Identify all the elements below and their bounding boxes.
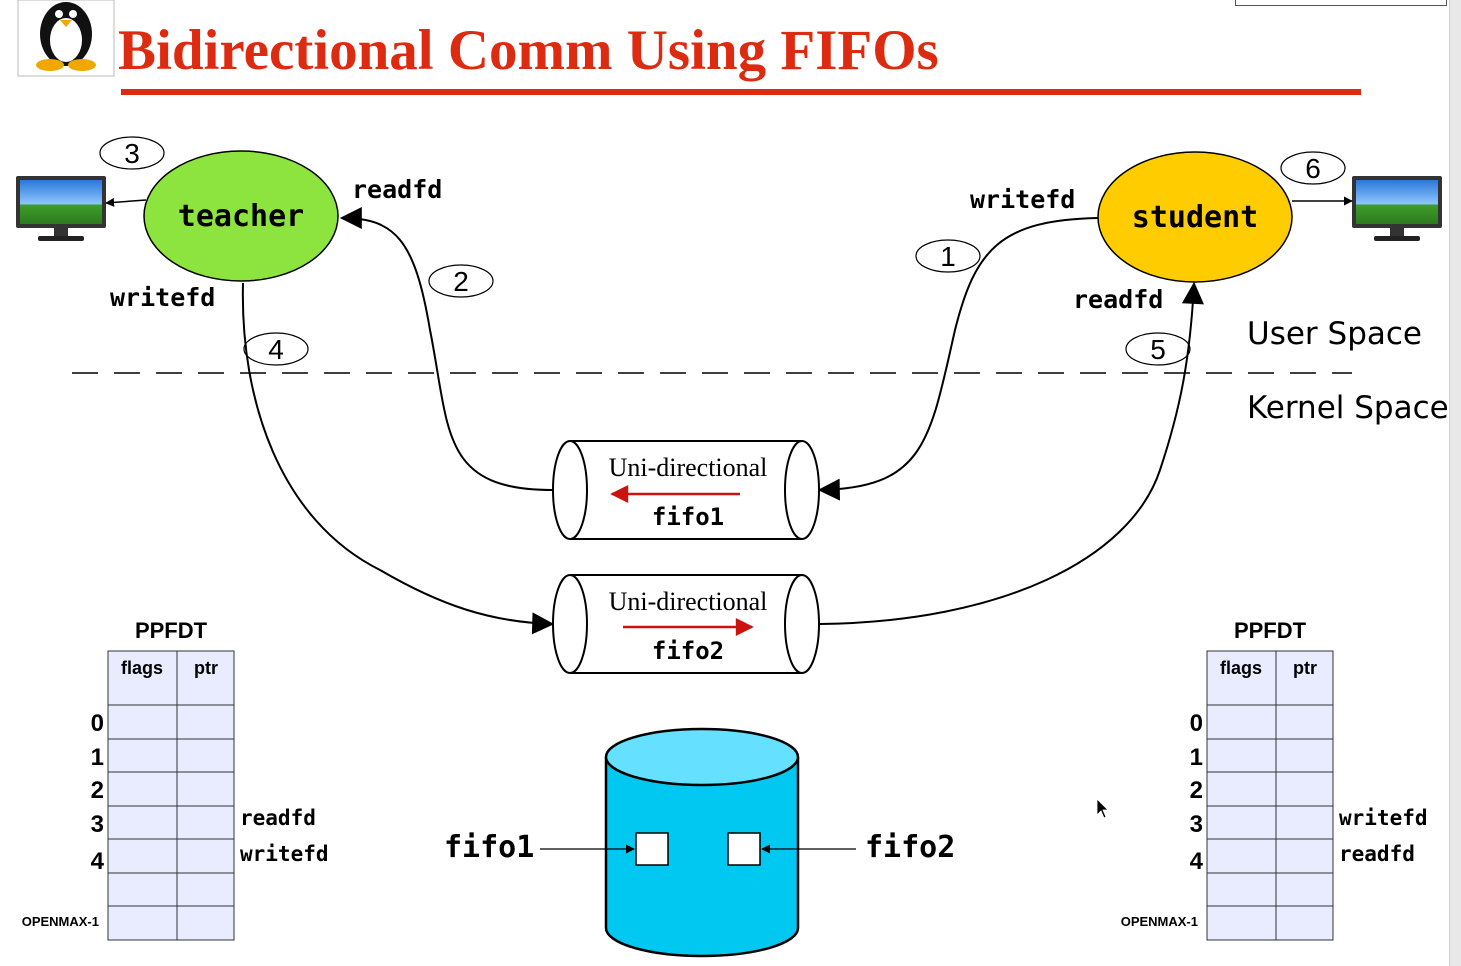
fifo1-file-node	[635, 832, 669, 866]
teacher-process	[143, 150, 339, 282]
teacher-to-monitor-arrow	[105, 197, 147, 207]
svg-text:4: 4	[268, 334, 284, 365]
fifo2-caption: Uni-directional	[609, 587, 768, 616]
step-badge-3: 3	[99, 136, 165, 170]
ppfdt-row-index: 3	[91, 811, 104, 838]
ppfdt-row-index: 4	[1190, 848, 1204, 875]
ppfdt-entry-readfd: readfd	[1339, 842, 1415, 866]
svg-text:6: 6	[1305, 153, 1321, 184]
top-right-box	[1235, 0, 1447, 6]
student-label: student	[1132, 200, 1258, 235]
window-edge	[1449, 0, 1461, 966]
ppfdt-ptr-header: ptr	[1293, 658, 1317, 678]
ppfdt-row-index: 1	[91, 744, 104, 771]
monitor-icon	[16, 176, 106, 241]
ppfdt-flags-header: flags	[121, 658, 163, 678]
fifo1-name: fifo1	[652, 503, 724, 531]
tux-penguin-icon	[17, 0, 115, 77]
teacher-to-fifo2-arrow	[241, 282, 555, 635]
ppfdt-flags-header: flags	[1220, 658, 1262, 678]
teacher-readfd-label: readfd	[352, 175, 442, 204]
ppfdt-entry-readfd: readfd	[240, 806, 316, 830]
ppfdt-title: PPFDT	[135, 618, 208, 643]
step-badge-6: 6	[1280, 151, 1346, 185]
teacher-ppfdt-table: PPFDT flags ptr 0 1 2 3 4 OPENMAX-1 read…	[22, 618, 329, 941]
ppfdt-row-index: 2	[1190, 777, 1203, 804]
student-to-fifo1-arrow	[817, 217, 1099, 501]
ppfdt-row-index: 0	[1190, 710, 1203, 737]
mouse-cursor-icon	[1096, 798, 1109, 819]
student-readfd-label: readfd	[1073, 285, 1163, 314]
disk-fifo1-label: fifo1	[444, 830, 534, 865]
svg-text:1: 1	[940, 241, 956, 272]
ppfdt-ptr-header: ptr	[194, 658, 218, 678]
teacher-writefd-label: writefd	[110, 283, 215, 312]
step-badge-4: 4	[243, 332, 309, 366]
fifo2-to-student-arrow	[819, 281, 1204, 625]
ppfdt-openmax-label: OPENMAX-1	[1121, 914, 1198, 929]
student-writefd-label: writefd	[970, 185, 1075, 214]
svg-text:3: 3	[124, 138, 140, 169]
page-title: Bidirectional Comm Using FIFOs	[118, 19, 939, 82]
ppfdt-row-index: 2	[91, 777, 104, 804]
title-underline	[121, 89, 1361, 95]
ppfdt-openmax-label: OPENMAX-1	[22, 914, 99, 929]
fifo1-pipe: Uni-directional fifo1	[552, 440, 820, 540]
kernel-space-label: Kernel Space	[1247, 390, 1449, 426]
ppfdt-row-index: 4	[91, 848, 105, 875]
svg-text:5: 5	[1150, 334, 1166, 365]
disk-fifo2-label: fifo2	[865, 830, 955, 865]
fifo1-caption: Uni-directional	[609, 453, 768, 482]
disk-storage	[604, 727, 800, 958]
ppfdt-row-index: 1	[1190, 744, 1203, 771]
fifo2-name: fifo2	[652, 637, 724, 665]
student-ppfdt-table: PPFDT flags ptr 0 1 2 3 4 OPENMAX-1 writ…	[1121, 618, 1428, 941]
step-badge-2: 2	[428, 264, 494, 298]
ppfdt-entry-writefd: writefd	[1339, 806, 1428, 830]
monitor-icon	[1352, 176, 1442, 241]
teacher-label: teacher	[178, 199, 304, 234]
ppfdt-row-index: 0	[91, 710, 104, 737]
fifo2-file-node	[727, 832, 761, 866]
ppfdt-title: PPFDT	[1234, 618, 1307, 643]
step-badge-5: 5	[1125, 332, 1191, 366]
step-badge-1: 1	[915, 239, 981, 273]
ppfdt-row-index: 3	[1190, 811, 1203, 838]
fifo2-pipe: Uni-directional fifo2	[552, 574, 820, 674]
ppfdt-entry-writefd: writefd	[240, 842, 329, 866]
user-space-label: User Space	[1247, 316, 1422, 352]
svg-text:2: 2	[453, 266, 469, 297]
fifo1-to-teacher-arrow	[339, 207, 553, 491]
